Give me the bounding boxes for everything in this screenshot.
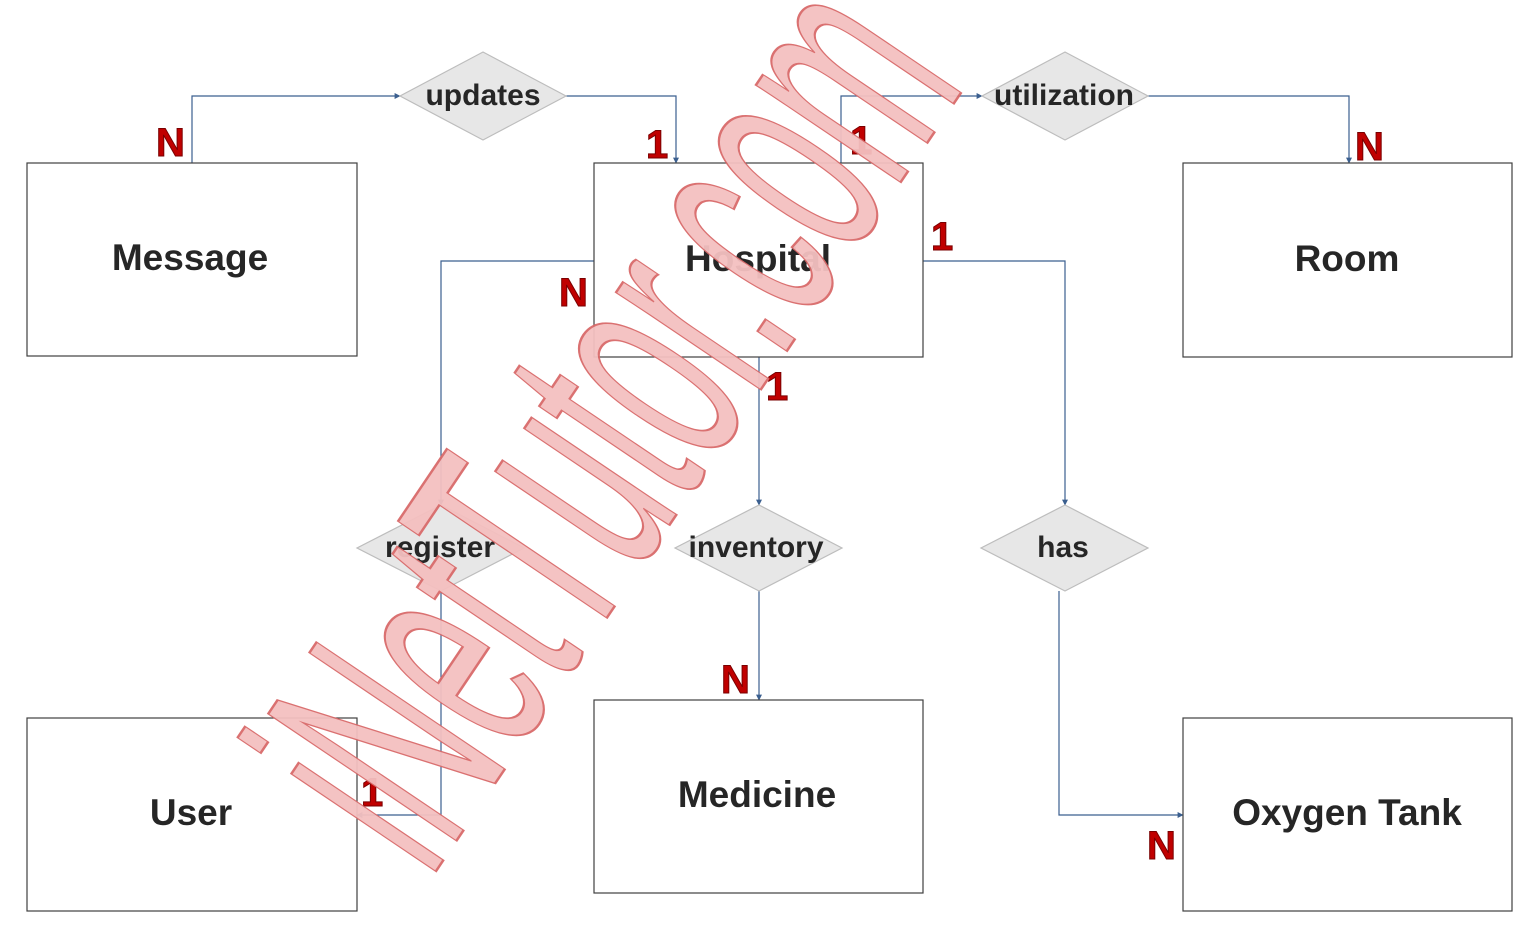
cardinality-has-oxygen-tank: N bbox=[1147, 824, 1176, 868]
connector-message-updates bbox=[191, 93, 401, 163]
connector-register-user bbox=[356, 591, 442, 818]
cardinality-inventory-medicine: N bbox=[721, 658, 750, 702]
connectors bbox=[191, 93, 1352, 818]
cardinality-updates-hospital: 1 bbox=[646, 123, 668, 167]
connector-has-oxygen-tank bbox=[1058, 591, 1184, 818]
entity-medicine-label: Medicine bbox=[678, 774, 836, 815]
relationship-has-label: has bbox=[1037, 531, 1089, 564]
cardinality-utilization-hospital: 1 bbox=[850, 119, 872, 163]
relationship-register: register bbox=[355, 504, 526, 592]
connector-utilization-room bbox=[1148, 95, 1352, 164]
connector-hospital-utilization bbox=[840, 93, 983, 163]
relationship-inventory-label: inventory bbox=[688, 531, 823, 564]
relationship-utilization: utilization bbox=[980, 51, 1150, 141]
cardinality-utilization-room: N bbox=[1355, 125, 1384, 169]
cardinality-has-hospital: 1 bbox=[931, 215, 953, 259]
cardinality-register-hospital: N bbox=[559, 271, 588, 315]
relationship-inventory: inventory bbox=[673, 504, 844, 592]
entity-hospital-label: Hospital bbox=[685, 238, 831, 279]
entity-medicine: Medicine bbox=[593, 699, 924, 894]
cardinalities: N 1 1 N N 1 1 N 1 N bbox=[156, 119, 1385, 869]
relationship-updates: updates bbox=[398, 51, 568, 141]
connector-hospital-register bbox=[438, 260, 594, 506]
relationship-utilization-label: utilization bbox=[994, 79, 1134, 112]
entity-room: Room bbox=[1182, 162, 1513, 358]
connector-hospital-has bbox=[922, 260, 1068, 506]
cardinality-register-user: 1 bbox=[361, 771, 383, 815]
entity-user: User bbox=[26, 717, 358, 912]
cardinality-inventory-hospital: 1 bbox=[766, 365, 788, 409]
entity-message: Message bbox=[26, 162, 358, 357]
relationship-register-label: register bbox=[385, 531, 495, 564]
entity-room-label: Room bbox=[1295, 238, 1400, 279]
relationship-has: has bbox=[979, 504, 1150, 592]
entity-oxygen-tank-label: Oxygen Tank bbox=[1232, 792, 1462, 833]
relationship-updates-label: updates bbox=[425, 79, 540, 112]
connector-updates-hospital bbox=[566, 95, 679, 164]
entity-hospital: Hospital bbox=[593, 162, 924, 358]
entity-user-label: User bbox=[150, 792, 232, 833]
entity-oxygen-tank: Oxygen Tank bbox=[1182, 717, 1513, 912]
cardinality-updates-message: N bbox=[156, 121, 185, 165]
entity-message-label: Message bbox=[112, 237, 268, 278]
